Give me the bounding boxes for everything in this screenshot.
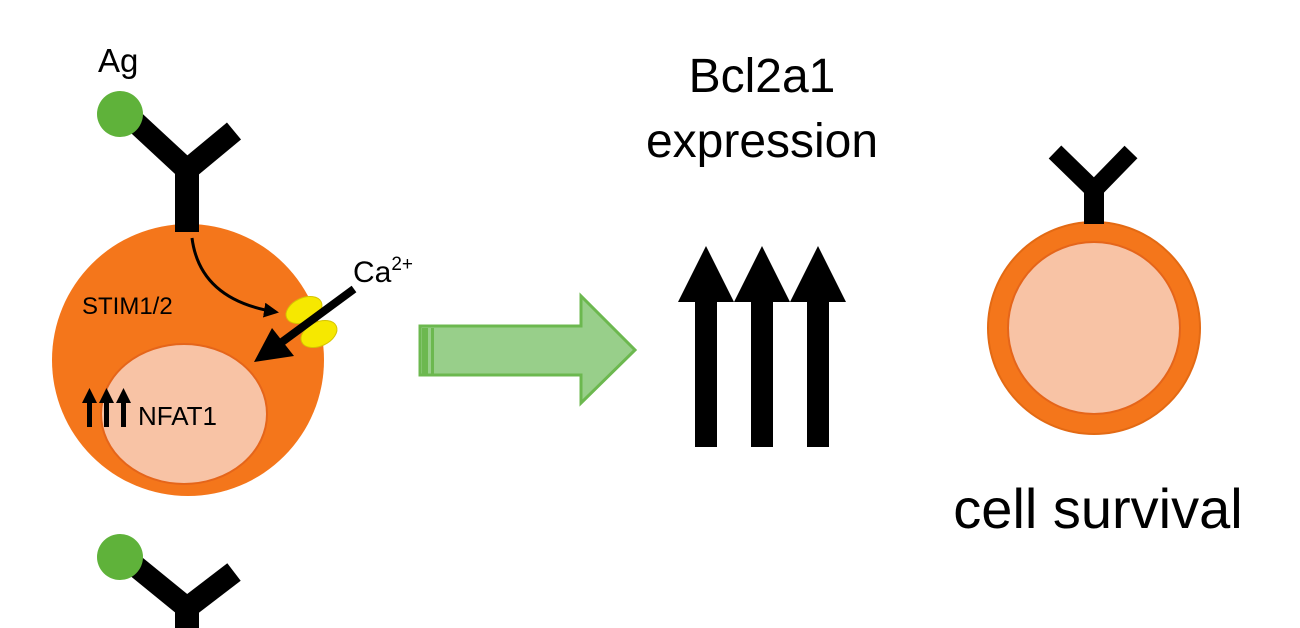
surviving-receptor-icon xyxy=(1048,145,1138,224)
calcium-label: Ca2+ xyxy=(353,254,413,289)
signal-curve-arrow xyxy=(190,237,279,318)
surviving-cell xyxy=(987,221,1201,435)
activated-cell xyxy=(52,224,324,496)
cell-nucleus xyxy=(100,343,268,485)
expression-label-line1: Bcl2a1 xyxy=(689,50,836,103)
expression-increase-icon xyxy=(678,246,846,447)
nfat-increase-icon xyxy=(82,388,131,427)
outcome-label: cell survival xyxy=(953,477,1242,540)
expression-label-line2: expression xyxy=(646,115,878,168)
antigen-icon xyxy=(97,91,143,137)
lower-receptor-icon xyxy=(126,555,241,628)
process-arrow-icon xyxy=(418,292,638,407)
surviving-cell-inner xyxy=(1007,241,1181,415)
lower-antigen-icon xyxy=(97,534,143,580)
calcium-influx-arrow xyxy=(254,285,357,362)
stim-label: STIM1/2 xyxy=(82,293,173,320)
receptor-icon xyxy=(125,111,242,232)
antigen-label: Ag xyxy=(98,42,138,79)
nfat-label: NFAT1 xyxy=(138,401,217,431)
